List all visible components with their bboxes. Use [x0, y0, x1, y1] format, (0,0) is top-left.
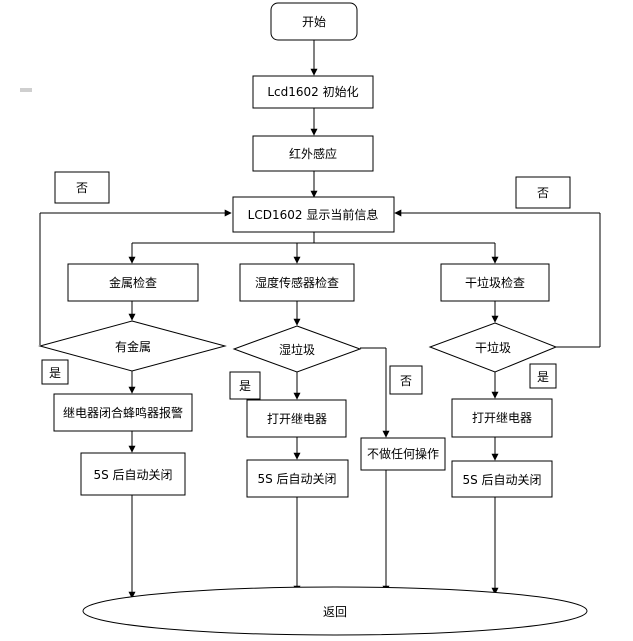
wet-close-node: 5S 后自动关闭 [246, 459, 349, 498]
display-node: LCD1602 显示当前信息 [232, 196, 395, 233]
svg-text:否: 否 [537, 186, 549, 200]
svg-text:5S 后自动关闭: 5S 后自动关闭 [93, 468, 172, 482]
svg-text:打开继电器: 打开继电器 [267, 412, 327, 426]
svg-text:有金属: 有金属 [115, 339, 151, 354]
svg-text:继电器闭合蜂鸣器报警: 继电器闭合蜂鸣器报警 [63, 405, 183, 420]
display-label: LCD1602 显示当前信息 [248, 207, 379, 222]
start-node: 开始 [270, 2, 358, 41]
svg-text:打开继电器: 打开继电器 [472, 411, 532, 425]
svg-text:否: 否 [76, 181, 88, 195]
no-op-node: 不做任何操作 [360, 437, 446, 471]
dry-close-node: 5S 后自动关闭 [451, 460, 553, 498]
metal-alarm-node: 继电器闭合蜂鸣器报警 [53, 393, 193, 432]
yes-label-mid: 是 [229, 371, 261, 400]
no-label-right: 否 [515, 176, 571, 209]
svg-text:否: 否 [400, 374, 412, 388]
wet-open-node: 打开继电器 [246, 399, 347, 438]
end-label: 返回 [323, 605, 347, 619]
connectors [39, 40, 601, 599]
svg-text:金属检查: 金属检查 [109, 275, 157, 290]
init-label: Lcd1602 初始化 [267, 85, 358, 99]
metal-decision: 有金属 [38, 320, 227, 372]
start-label: 开始 [302, 15, 326, 29]
dry-check-node: 干垃圾检查 [440, 263, 550, 302]
svg-text:是: 是 [537, 370, 549, 384]
ir-node: 红外感应 [252, 135, 374, 172]
svg-text:5S 后自动关闭: 5S 后自动关闭 [257, 472, 336, 486]
svg-text:干垃圾检查: 干垃圾检查 [465, 275, 525, 290]
svg-text:是: 是 [49, 366, 61, 380]
no-label-middle: 否 [389, 365, 423, 395]
wet-decision: 湿垃圾 [232, 325, 362, 373]
dry-decision: 干垃圾 [428, 322, 558, 373]
metal-close-node: 5S 后自动关闭 [80, 452, 186, 496]
svg-text:是: 是 [239, 379, 251, 393]
init-node: Lcd1602 初始化 [252, 75, 374, 109]
svg-text:干垃圾: 干垃圾 [475, 340, 511, 355]
yes-label-right: 是 [529, 363, 557, 389]
yes-label-left: 是 [41, 359, 69, 385]
svg-text:5S 后自动关闭: 5S 后自动关闭 [462, 473, 541, 487]
no-label-left: 否 [54, 171, 110, 204]
metal-check-node: 金属检查 [67, 263, 199, 302]
end-node: 返回 [82, 586, 588, 636]
decorative-mark [20, 88, 32, 92]
ir-label: 红外感应 [289, 146, 337, 161]
svg-text:湿度传感器检查: 湿度传感器检查 [255, 275, 339, 290]
dry-open-node: 打开继电器 [451, 398, 553, 438]
svg-text:不做任何操作: 不做任何操作 [367, 446, 439, 461]
svg-text:湿垃圾: 湿垃圾 [279, 342, 315, 357]
humidity-check-node: 湿度传感器检查 [239, 263, 355, 302]
